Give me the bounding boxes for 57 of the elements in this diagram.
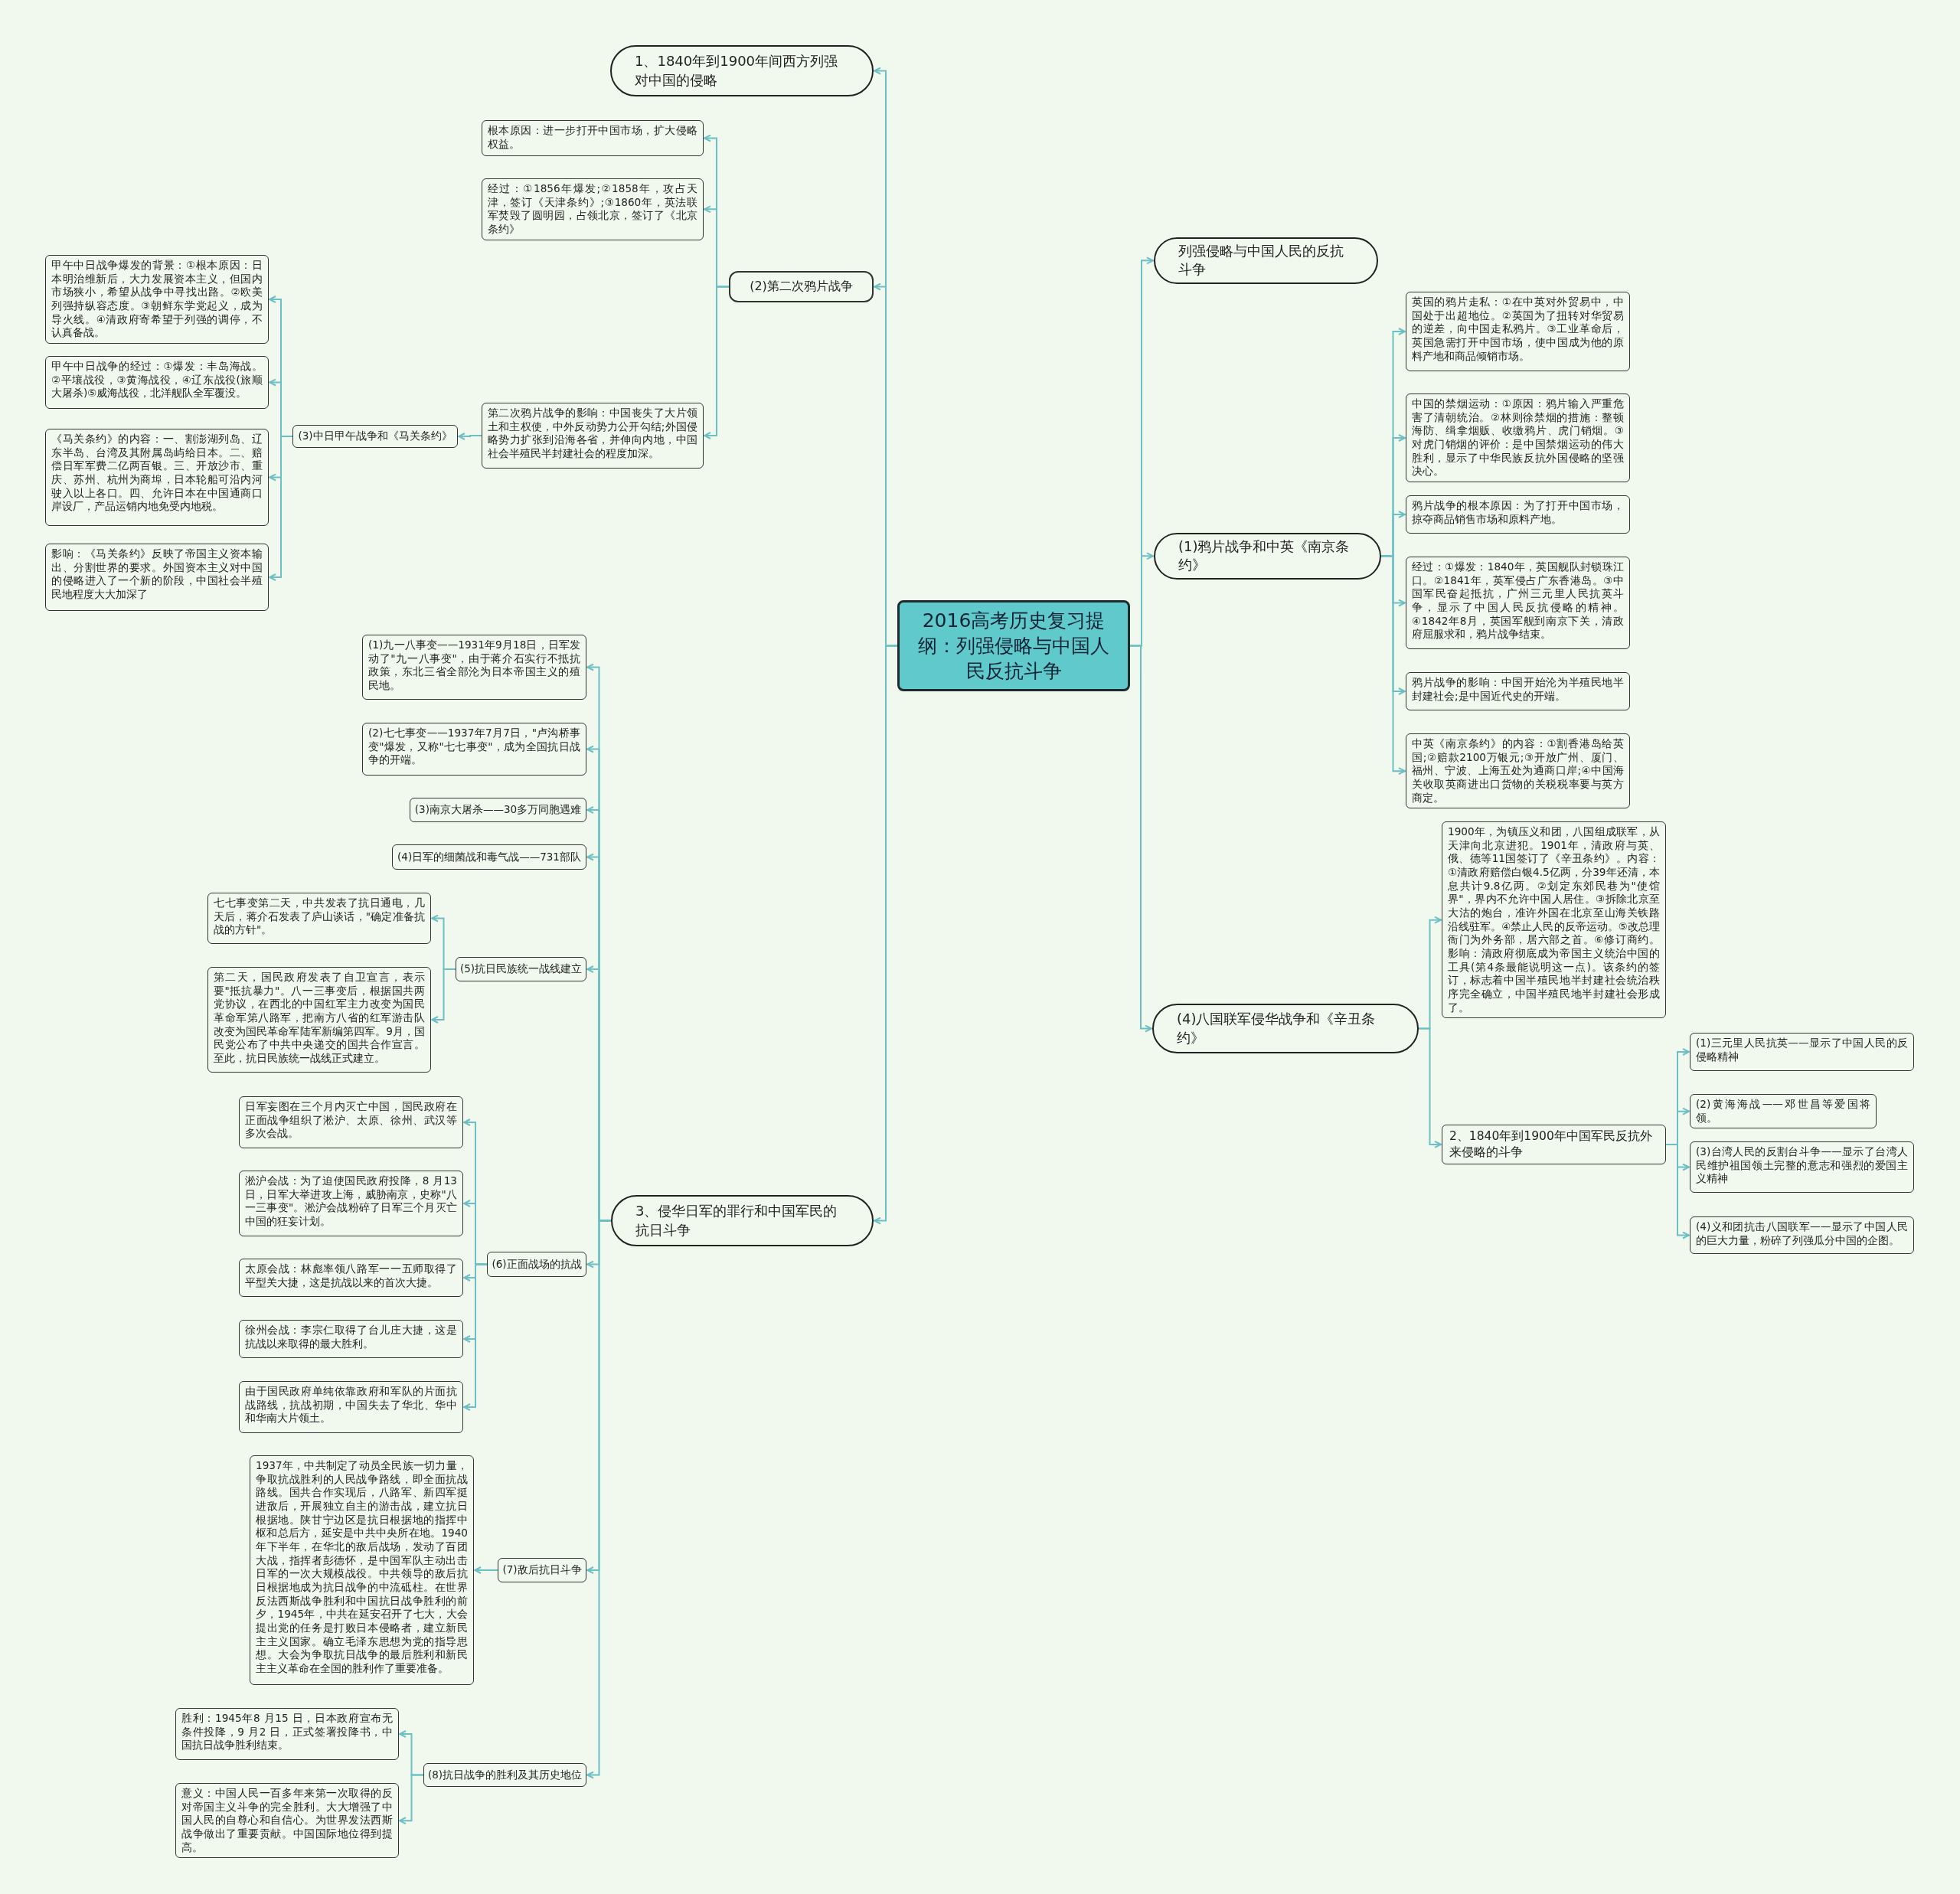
note-box: 中国的禁烟运动：①原因：鸦片输入严重危害了清朝统治。②林则徐禁烟的措施：整顿海防、缉拿烟贩、收缴鸦片、虎门销烟。③对虎门销烟的评价：是中国禁烟运动的伟大胜利，显示了中华民族反抗外国侵略的坚强决心。 <box>1406 393 1630 483</box>
connector-arrow <box>463 1263 488 1411</box>
topic-pill: (4)八国联军侵华战争和《辛丑条约》 <box>1152 1004 1419 1053</box>
connector-arrow <box>458 433 482 440</box>
note-box: 七七事变第二天，中共发表了抗日通电，几天后，蒋介石发表了庐山谈话，"确定准备抗战的方针"。 <box>207 893 431 944</box>
connector-arrow <box>1418 1027 1442 1148</box>
topic-pill: 3、侵华日军的罪行和中国军民的抗日斗争 <box>611 1195 874 1246</box>
note-box: 鸦片战争的影响：中国开始沦为半殖民地半封建社会;是中国近代史的开端。 <box>1406 672 1630 710</box>
subtopic-box: (6)正面战场的抗战 <box>487 1252 586 1277</box>
central-topic-box: 2016高考历史复习提纲：列强侵略与中国人民反抗斗争 <box>897 600 1130 691</box>
subtopic-box: (4)日军的细菌战和毒气战——731部队 <box>392 844 586 870</box>
subtopic-box: (8)抗日战争的胜利及其历史地位 <box>423 1763 586 1787</box>
note-box: 经过：①1856年爆发;②1858年，攻占天津，签订《天津条约》;③1860年，英法联军焚毁了圆明园，占领北京，签订了《北京条约》 <box>482 178 704 240</box>
note-box: 意义：中国人民一百多年来第一次取得的反对帝国主义斗争的完全胜利。大大增强了中国人民的自尊心和自信心。为世界发法西斯战争做出了重要贡献。中国国际地位得到提高。 <box>175 1783 399 1859</box>
note-box: (2)黄海海战——邓世昌等爱国将领。 <box>1690 1094 1877 1129</box>
connector-arrow <box>1129 645 1152 1033</box>
note-box: 甲午中日战争爆发的背景：①根本原因：日本明治维新后，大力发展资本主义，但国内市场狭小，希望从战争中寻找出路。②欧美列强持纵容态度。③朝鲜东学党起义，成为导火线。④清政府寄希望于列强的调停，不认真备战。 <box>45 255 269 345</box>
topic-pill: 列强侵略与中国人民的反抗斗争 <box>1154 237 1378 284</box>
note-box: 日军妄图在三个月内灭亡中国，国民政府在正面战争组织了淞沪、太原、徐州、武汉等多次会战。 <box>239 1096 463 1148</box>
note-box: 影响：《马关条约》反映了帝国主义资本输出、分割世界的要求。外国资本主义对中国的侵略进入了一个新的阶段，中国社会半殖民地程度大大加深了 <box>45 544 269 611</box>
topic-pill: (1)鸦片战争和中英《南京条约》 <box>1154 533 1381 580</box>
note-box: 第二次鸦片战争的影响：中国丧失了大片领土和主权使，中外反动势力公开勾结;外国侵略势力扩张到沿海各省，并伸向内地，中国社会半殖民半封建社会的程度加深。 <box>482 403 704 469</box>
connector-arrow <box>704 286 730 439</box>
note-box: 太原会战：林彪率领八路军一一五师取得了平型关大捷，这是抗战以来的首次大捷。 <box>239 1259 463 1297</box>
connector-arrow <box>1665 1143 1690 1239</box>
connector-arrow <box>1380 555 1406 776</box>
note-box: 1937年，中共制定了动员全民族一切力量，争取抗战胜利的人民战争路线，即全面抗战路线。国共合作实现后，八路军、新四军挺进敌后，开展独立自主的游击战，建立抗日根据地。陕甘宁边区是抗日根据地的指挥中枢和总后方，延安是中共中央所在地。1940 年下半年，在华北的敌后战场，发动了百团大战，指挥者彭德怀，是中国军队主动出击日军的一次大规模战役。中共领导的敌后抗日根据地成为抗日战争的中流砥柱。在世界反法西斯战争胜利和中国抗日战争胜利的前夕，1945年，中共在延安召开了七大，大会提出党的任务是打败日本侵略者，建立新民主主义国家。确立毛泽东思想为党的指导思想。大会为争取抗日战争的最后胜利和新民主主义革命在全国的胜利作了重要准备。 <box>250 1455 474 1685</box>
subtopic-box: (3)南京大屠杀——30多万同胞遇难 <box>410 798 586 822</box>
note-box: 淞沪会战：为了迫使国民政府投降，8 月13 日，日军大举进攻上海，威胁南京，史称"八一三事变"。淞沪会战粉碎了日军三个月灭亡中国的狂妄计划。 <box>239 1171 463 1236</box>
note-box: 徐州会战：李宗仁取得了台儿庄大捷，这是抗战以来取得的最大胜利。 <box>239 1320 463 1358</box>
connector-arrow <box>874 645 898 1225</box>
note-box: 甲午中日战争的经过：①爆发：丰岛海战。②平壤战役，③黄海战役，④辽东战役(旅顺大屠杀)⑤威海战役，北洋舰队全军覆没。 <box>45 356 269 409</box>
connector-arrow <box>431 968 456 1024</box>
subtopic-box: (5)抗日民族统一战线建立 <box>456 957 586 981</box>
note-box: 英国的鸦片走私：①在中英对外贸易中，中国处于出超地位。②英国为了扭转对华贸易的逆差，向中国走私鸦片。③工业革命后，英国急需打开中国市场，使中国成为他的原料产地和商品倾销市场。 <box>1406 292 1630 371</box>
note-box: 1900年，为镇压义和团，八国组成联军，从天津向北京进犯。1901年，清政府与英、俄、德等11国签订了《辛丑条约》。内容：①清政府赔偿白银4.5亿两，分39年还清，本息共计9.8亿两。②划定东郊民巷为"使馆界"，界内不允许中国人居住。③拆除北京至大沽的炮台，准许外国在北京至山海关铁路沿线驻军。④禁止人民的反帝运动。⑤改总理衙门为外务部，居六部之首。⑥修订商约。影响：清政府彻底成为帝国主义统治中国的工具(第4条最能说明这一点)。该条约的签订，标志着中国半殖民地半封建社会统治秩序完全确立，中国半殖民地半封建社会形成了。 <box>1442 821 1666 1019</box>
note-box: (3)台湾人民的反割台斗争——显示了台湾人民维护祖国领土完整的意志和强烈的爱国主义精神 <box>1690 1141 1914 1193</box>
note-box: 由于国民政府单纯依靠政府和军队的片面抗战路线，抗战初期，中国失去了华北、华中和华南大片领土。 <box>239 1381 463 1433</box>
note-box: 《马关条约》的内容：一、割澎湖列岛、辽东半岛、台湾及其附属岛屿给日本。二、赔偿日军军费二亿两百银。三、开放沙市、重庆、苏州、杭州为商埠，日本轮船可沿内河驶入以上各口。四、允许日本在中国通商口岸设厂，产品运销内地免受内地税。 <box>45 429 269 526</box>
note-box: 胜利：1945年8 月15 日，日本政府宣布无条件投降，9 月2 日，正式签署投降书，中国抗日战争胜利结束。 <box>175 1708 399 1760</box>
note-box: (1)三元里人民抗英——显示了中国人民的反侵略精神 <box>1690 1033 1914 1071</box>
topic-pill: 1、1840年到1900年间西方列强对中国的侵略 <box>610 45 874 96</box>
subtopic-pill: (2)第二次鸦片战争 <box>729 271 874 302</box>
note-box: 中英《南京条约》的内容：①割香港岛给英国;②赔款2100万银元;③开放广州、厦门、福州、宁波、上海五处为通商口岸;④中国海关收取英商进出口货物的关税税率要与英方商定。 <box>1406 733 1630 809</box>
note-box: (1)九一八事变——1931年9月18日，日军发动了"九一八事变"，由于蒋介石实行不抵抗政策，东北三省全部沦为日本帝国主义的殖民地。 <box>362 635 586 700</box>
connector-arrow <box>399 1774 424 1825</box>
subtopic-box: 2、1840年到1900年中国军民反抗外来侵略的斗争 <box>1442 1125 1666 1164</box>
note-box: 根本原因：进一步打开中国市场，扩大侵略权益。 <box>482 120 704 156</box>
subtopic-box: (7)敌后抗日斗争 <box>498 1558 586 1582</box>
connector-arrow <box>474 1566 498 1574</box>
note-box: (2)七七事变——1937年7月7日，"卢沟桥事变"爆发，又称"七七事变"，成为全国抗日战争的开端。 <box>362 723 586 776</box>
note-box: 第二天，国民政府发表了自卫宣言，表示要"抵抗暴力"。八一三事变后，根据国共两党协议，在西北的中国红军主力改变为国民革命军第八路军，把南方八省的红军游击队改变为国民革命军陆军新编第四军。9月，国民党公布了中共中央递交的国共合作宣言。至此，抗日民族统一战线正式建立。 <box>207 967 431 1073</box>
note-box: (4)义和团抗击八国联军——显示了中国人民的巨大力量，粉碎了列强瓜分中国的企图。 <box>1690 1216 1914 1254</box>
subtopic-box: (3)中日甲午战争和《马关条约》 <box>292 425 458 448</box>
connector-arrow <box>269 436 293 581</box>
note-box: 鸦片战争的根本原因：为了打开中国市场，掠夺商品销售市场和原料产地。 <box>1406 495 1630 534</box>
note-box: 经过：①爆发：1840年，英国舰队封锁珠江口。②1841年，英军侵占广东香港岛。③中国军民奋起抵抗，广州三元里人民抗英斗争，显示了中国人民反抗侵略的精神。④1842年8月，英国军舰到南京下关，清政府屈服求和，鸦片战争结束。 <box>1406 557 1630 649</box>
